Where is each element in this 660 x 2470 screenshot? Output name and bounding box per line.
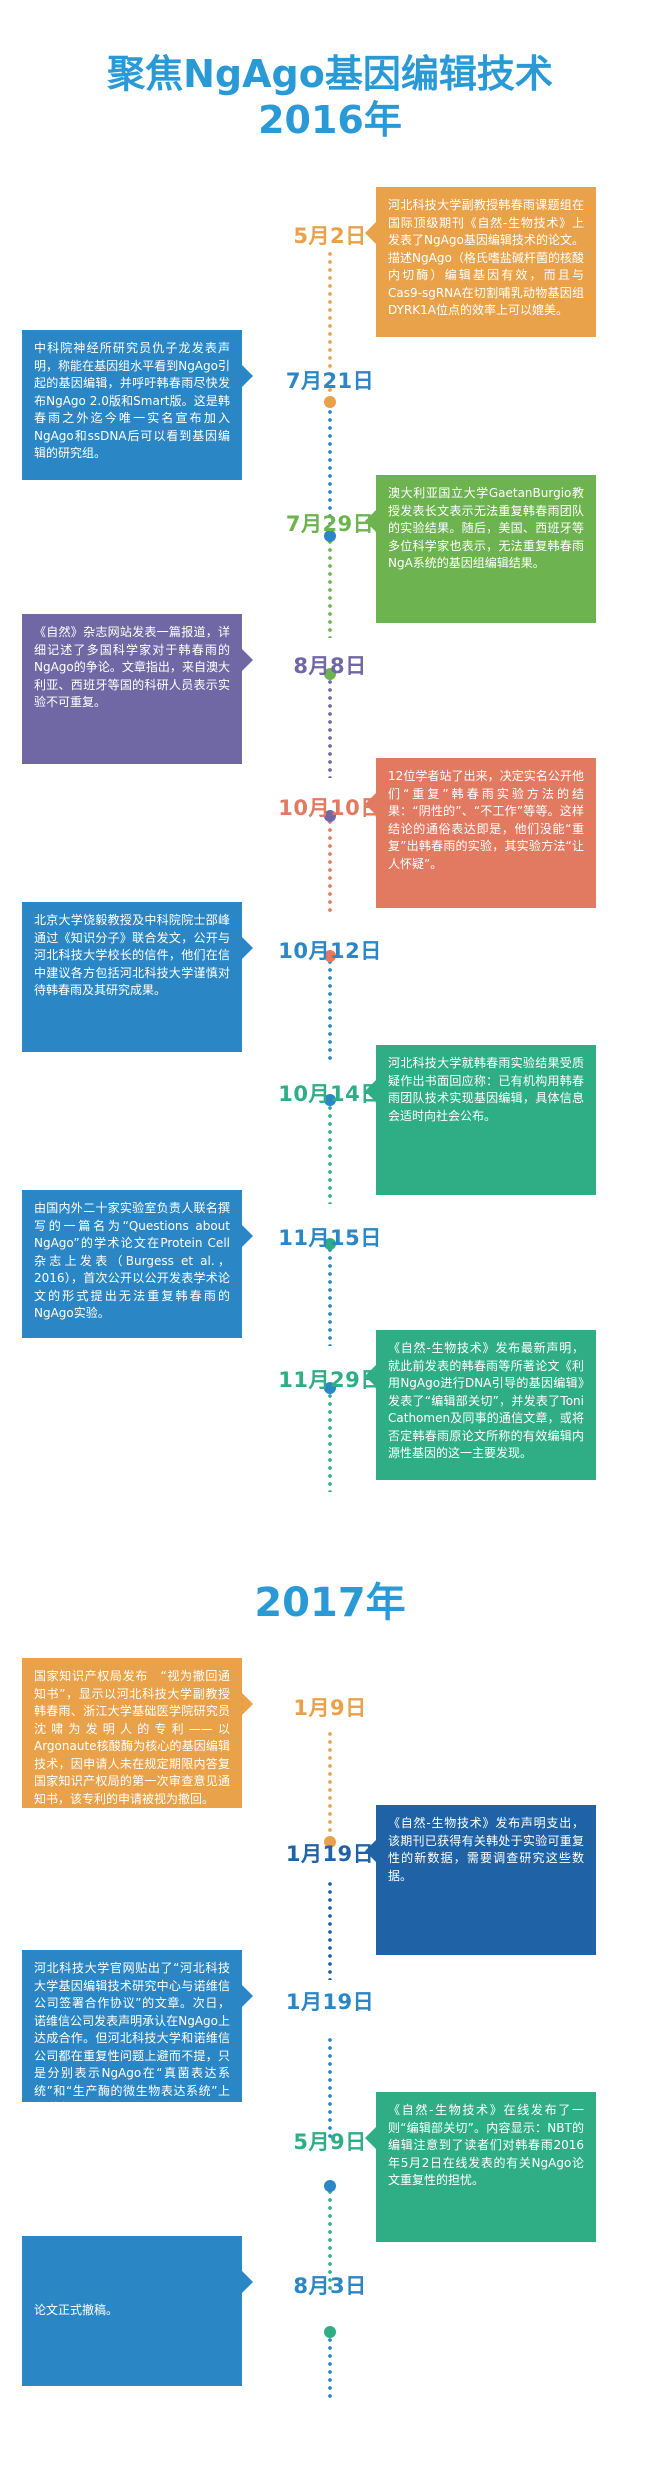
- event-box: 河北科技大学官网贴出了“河北科技大学基因编辑技术研究中心与诺维信公司签署合作协议…: [22, 1950, 253, 2115]
- timeline-connector: [328, 2188, 332, 2290]
- timeline-node: [324, 1238, 336, 1250]
- timeline-node: [324, 530, 336, 542]
- event-date: 5月2日: [293, 224, 367, 248]
- event-box: 国家知识产权局发布 “视为撤回通知书”，显示以河北科技大学副教授韩春雨、浙江大学…: [22, 1658, 253, 1808]
- timeline-node: [324, 2326, 336, 2338]
- event-box: 《自然》杂志网站发表一篇报道，详细记述了多国科学家对于韩春雨的NgAgo的争论。…: [22, 614, 253, 764]
- timeline-connector: [328, 818, 332, 916]
- event-box: 12位学者站了出来，决定实名公开他们“重复”韩春雨实验方法的结果：“阴性的”、“…: [365, 758, 596, 908]
- timeline-node: [324, 1382, 336, 1394]
- event-box: 《自然-生物技术》发布声明支出，该期刊已获得有关韩处于实验可重复性的新数据，需要…: [365, 1805, 596, 1955]
- timeline-node: [324, 950, 336, 962]
- event-box: 论文正式撤稿。: [22, 2236, 253, 2386]
- timeline-node: [324, 668, 336, 680]
- timeline-connector: [328, 1392, 332, 1492]
- event-date: 1月19日: [285, 1842, 375, 1866]
- year-2017-heading: 2017年: [254, 1580, 406, 1626]
- timeline-node: [324, 810, 336, 822]
- event-date: 8月8日: [293, 654, 367, 678]
- event-date: 11月15日: [278, 1226, 382, 1250]
- page-title-line1: 聚焦NgAgo基因编辑技术: [107, 52, 553, 96]
- timeline-node: [324, 2180, 336, 2192]
- event-box: 河北科技大学就韩春雨实验结果受质疑作出书面回应称：已有机构用韩春雨团队技术实现基…: [365, 1045, 596, 1195]
- timeline-connector: [328, 2336, 332, 2398]
- page-title-year: 2016年: [258, 98, 402, 142]
- event-date: 10月10日: [278, 796, 382, 820]
- event-date: 1月19日: [285, 1990, 375, 2014]
- timeline-connector: [328, 1104, 332, 1204]
- event-box: 河北科技大学副教授韩春雨课题组在国际顶级期刊《自然-生物技术》上发表了NgAgo…: [365, 187, 596, 337]
- event-box: 由国内外二十家实验室负责人联名撰写的一篇名为“Questions about N…: [22, 1190, 253, 1338]
- event-date: 1月9日: [293, 1696, 367, 1720]
- timeline-connector: [328, 2036, 332, 2140]
- timeline-node: [324, 1836, 336, 1848]
- event-box: 中科院神经所研究员仇子龙发表声明，称能在基因组水平看到NgAgo引起的基因编辑，…: [22, 330, 253, 480]
- event-date: 11月29日: [278, 1368, 382, 1392]
- event-date: 10月12日: [278, 939, 382, 963]
- event-box: 《自然-生物技术》在线发布了一则“编辑部关切”。内容显示：NBT的编辑注意到了读…: [365, 2092, 596, 2242]
- timeline-connector: [328, 958, 332, 1064]
- event-date: 8月3日: [293, 2274, 367, 2298]
- timeline-node: [324, 396, 336, 408]
- event-date: 7月29日: [285, 512, 375, 536]
- timeline-connector: [328, 1730, 332, 1836]
- timeline-connector: [328, 678, 332, 778]
- event-box: 《自然-生物技术》发布最新声明，就此前发表的韩春雨等所著论文《利用NgAgo进行…: [365, 1330, 596, 1480]
- event-box: 北京大学饶毅教授及中科院院士邵峰通过《知识分子》联合发文，公开与河北科技大学校长…: [22, 902, 253, 1052]
- event-box: 澳大利亚国立大学GaetanBurgio教授发表长文表示无法重复韩春雨团队的实验…: [365, 475, 596, 623]
- timeline-connector: [328, 408, 332, 524]
- timeline-connector: [328, 1246, 332, 1346]
- timeline-connector: [328, 1880, 332, 1980]
- timeline-node: [324, 1094, 336, 1106]
- event-date: 10月14日: [278, 1082, 382, 1106]
- event-date: 7月21日: [285, 369, 375, 393]
- timeline-connector: [328, 250, 332, 400]
- timeline-connector: [328, 538, 332, 638]
- event-date: 5月9日: [293, 2130, 367, 2154]
